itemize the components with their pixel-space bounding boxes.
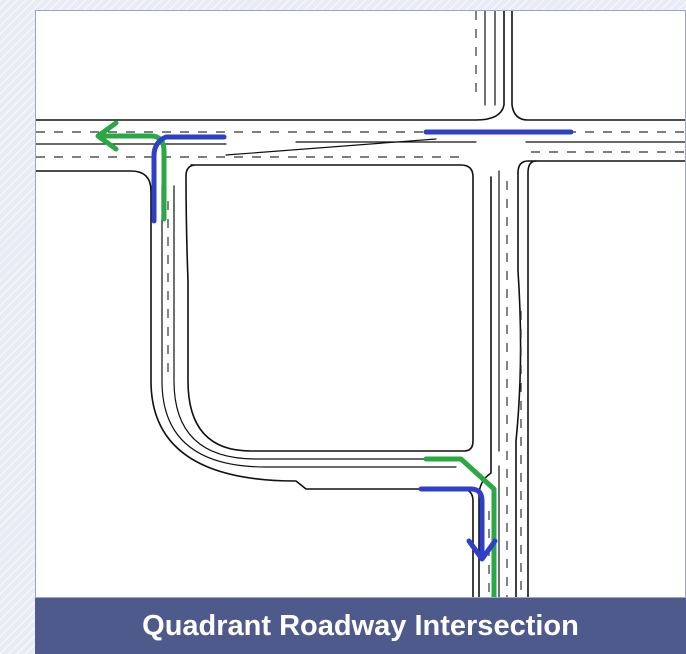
arterial-south-edge-left — [36, 170, 152, 192]
arterial-south-edge-right — [517, 160, 685, 174]
arterial-north-edge-right — [511, 11, 685, 121]
cross-street-east-edge — [515, 172, 522, 597]
intersection-diagram — [35, 10, 686, 598]
caption-title: Quadrant Roadway Intersection — [142, 609, 579, 642]
road-edges — [36, 11, 685, 597]
north-leg-median — [484, 11, 496, 106]
connector-outer-edge — [150, 190, 474, 597]
connector-inner-edge — [161, 185, 457, 468]
caption-bar: Quadrant Roadway Intersection — [35, 598, 686, 654]
left-turn-arrow-icon — [95, 120, 119, 152]
route-a-blue — [151, 129, 574, 559]
down-arrow-icon — [466, 538, 498, 562]
arterial-north-edge-left — [36, 11, 505, 121]
routes — [95, 120, 574, 597]
taper-line — [225, 138, 437, 156]
arterial-median — [36, 141, 685, 145]
connector-mid-edge — [173, 185, 462, 460]
right-block-edge — [527, 160, 537, 597]
quadrant-block-edge — [185, 164, 474, 452]
lane-markings — [36, 11, 685, 597]
roadway-drawing — [36, 11, 685, 597]
